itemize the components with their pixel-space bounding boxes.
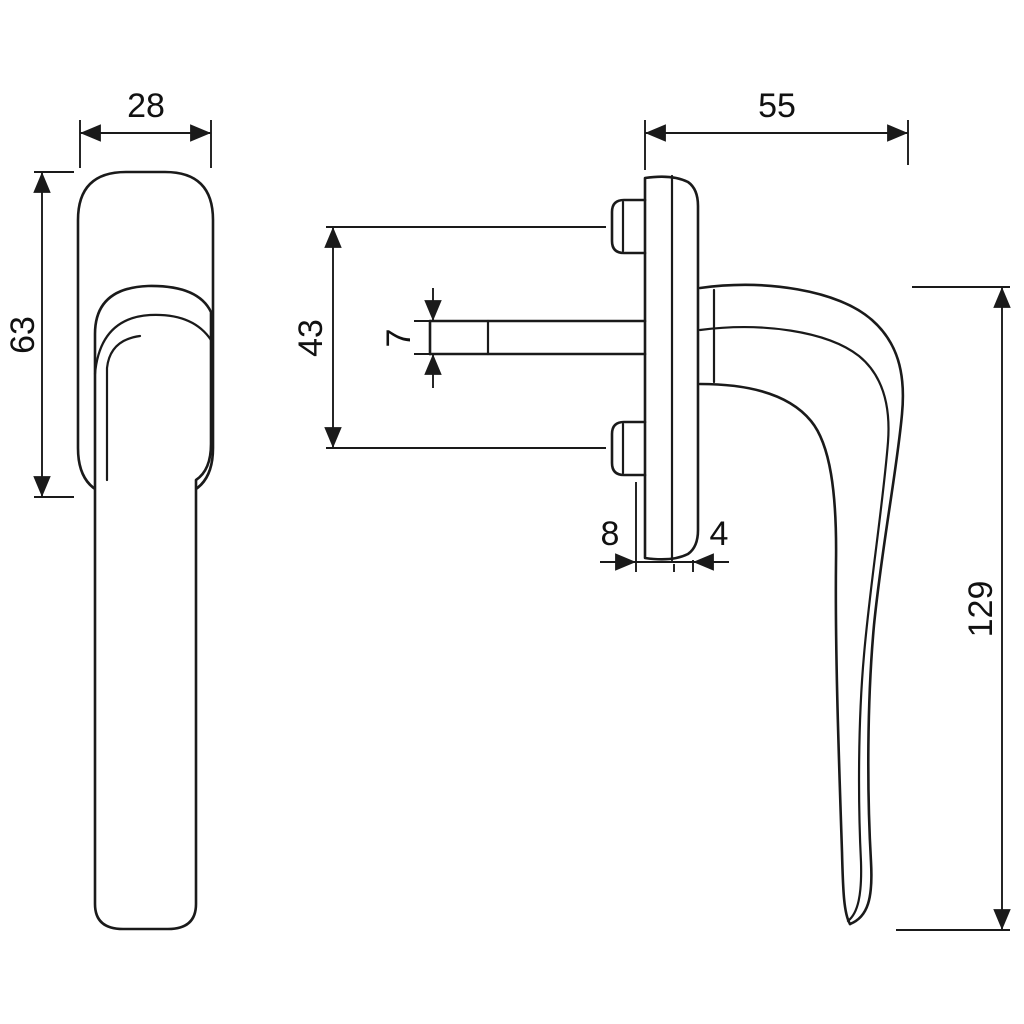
dim-head-width: 28 — [79, 87, 212, 168]
spindle — [428, 319, 647, 356]
front-grip-outline — [93, 284, 213, 931]
dim-plate-thickness: 8 4 — [600, 482, 729, 572]
dim-spindle-square: 7 — [380, 288, 448, 388]
front-view — [76, 170, 215, 931]
dim-label-head-width: 28 — [127, 87, 165, 125]
handle-edge-line — [698, 326, 890, 923]
front-grip-inner-curve — [93, 313, 213, 376]
side-view — [428, 174, 905, 926]
dim-screw-spacing: 43 — [292, 226, 606, 449]
bottom-screw-boss — [610, 420, 647, 477]
handle-inner-contour — [698, 382, 852, 926]
dim-handle-length: 129 — [896, 286, 1011, 931]
dim-projection-depth: 55 — [644, 87, 909, 170]
dim-label-cover-thickness: 4 — [710, 515, 729, 553]
dim-label-spindle-square: 7 — [380, 329, 418, 348]
handle-outer-contour — [698, 283, 905, 926]
top-screw-boss — [610, 198, 647, 255]
dim-head-height: 63 — [4, 171, 74, 498]
dim-label-projection-depth: 55 — [758, 87, 796, 125]
dim-label-head-height: 63 — [4, 316, 42, 354]
dim-label-handle-length: 129 — [962, 581, 1000, 638]
dim-label-screw-spacing: 43 — [292, 319, 330, 357]
side-plate-outline — [643, 175, 700, 561]
front-grip-inner-curve-2 — [105, 334, 142, 482]
dim-label-plate-thickness: 8 — [601, 515, 620, 553]
